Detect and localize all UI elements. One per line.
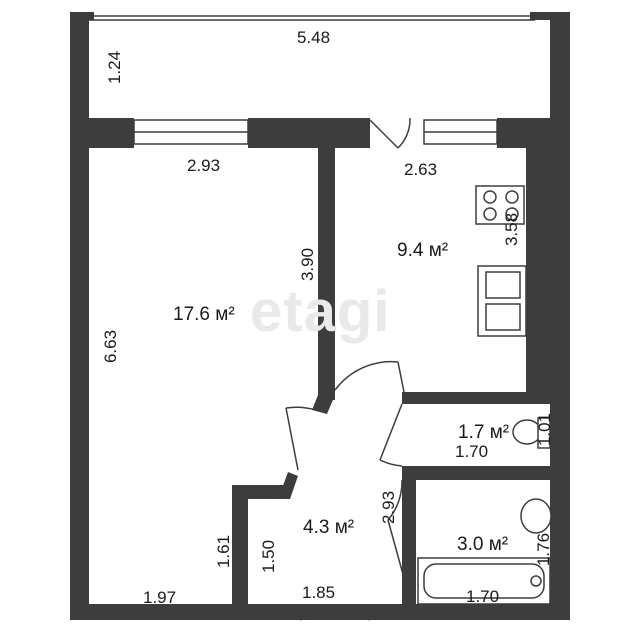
toilet-bottom-wall [402, 466, 552, 480]
balcony-inner-wall-a [70, 118, 134, 148]
toilet-door-leaf [379, 403, 403, 461]
dim-living-top: 2.93 [187, 156, 221, 175]
sink-bowl [485, 271, 521, 299]
living-area-label: 17.6 м² [173, 304, 235, 325]
bath-left-wall [402, 466, 416, 604]
dim-hall-left: 1.50 [259, 539, 279, 574]
dim-toilet-depth: 1.01 [535, 412, 555, 447]
dim-balcony-depth: 1.24 [105, 50, 125, 85]
kitchen-door-swing [334, 360, 399, 391]
kitchen-right-wall [526, 148, 552, 404]
entrance-door-arc [299, 609, 371, 621]
stove-burner [483, 207, 497, 221]
dim-bath-depth: 1.76 [534, 532, 554, 567]
kitchen-area-label: 9.4 м² [397, 240, 449, 261]
dim-living-bottom: 1.97 [143, 588, 177, 607]
dim-living-notch: 1.61 [214, 534, 234, 569]
bathtub [417, 557, 551, 605]
living-kitchen-partition [318, 148, 335, 400]
partition-end [312, 395, 335, 414]
sink-bowl [485, 303, 521, 331]
stove-burner [483, 190, 497, 204]
balcony-door-leaf [369, 119, 399, 149]
dim-bath-width: 1.70 [466, 587, 500, 606]
right-outer-wall-upper [550, 12, 570, 620]
kitchen-sink [477, 265, 527, 337]
living-door-swing [285, 407, 299, 471]
hall-left-wall [232, 485, 248, 607]
stove-burner [505, 207, 519, 221]
dim-living-partition: 3.90 [298, 247, 318, 282]
dim-kitchen-side: 3.58 [502, 212, 522, 247]
toilet-tank [537, 417, 551, 449]
balcony-inner-wall-c [497, 118, 570, 148]
top-outer-wall [70, 12, 94, 20]
bath-door-leaf [387, 519, 405, 579]
living-door-arc [285, 406, 317, 411]
bath-door-arc [387, 479, 403, 521]
dim-kitchen-top: 2.63 [404, 160, 438, 179]
dim-hall-bottom: 1.85 [302, 583, 336, 602]
left-outer-wall [70, 12, 89, 620]
watermark: etagi [250, 279, 391, 344]
bath-area-label: 3.0 м² [457, 534, 509, 555]
dim-living-height: 6.63 [101, 329, 121, 364]
hall-notch-end [278, 472, 298, 499]
toilet-door-arc [379, 459, 403, 467]
kitchen-bottom-wall [402, 392, 552, 404]
bath-drain [530, 575, 542, 587]
washbasin [520, 498, 552, 534]
dim-hall-side: 2.93 [379, 490, 399, 525]
hall-area-label: 4.3 м² [303, 517, 355, 538]
dim-toilet-width: 1.70 [455, 442, 489, 461]
kitchen-door-leaf [397, 361, 405, 393]
dim-balcony-width: 5.48 [297, 28, 331, 47]
riser-marker [532, 150, 552, 170]
toilet-area-label: 1.7 м² [458, 422, 510, 443]
balcony-inner-wall-b [248, 118, 370, 148]
bathtub-inner [423, 563, 545, 599]
balcony-door-swing [397, 117, 411, 149]
stove-burner [505, 190, 519, 204]
